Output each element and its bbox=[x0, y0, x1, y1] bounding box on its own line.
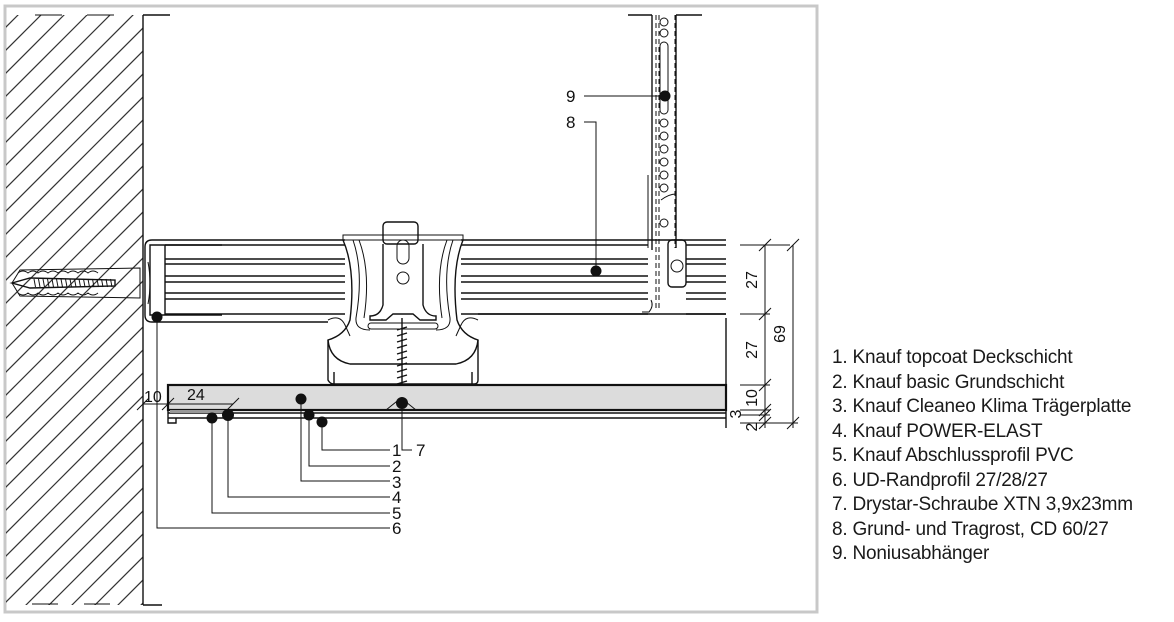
legend-item: 2. Knauf basic Grundschicht bbox=[832, 371, 1065, 393]
legend: 1. Knauf topcoat Deckschicht 2. Knauf ba… bbox=[832, 346, 1133, 567]
dim-label-3: 3 bbox=[728, 409, 745, 418]
cleaneo-board bbox=[166, 383, 728, 412]
ud-edge-profile bbox=[144, 239, 222, 323]
callout-label-8: 8 bbox=[566, 113, 575, 132]
drystar-screw bbox=[396, 318, 408, 398]
callout-label-7: 7 bbox=[416, 441, 425, 460]
dim-edge-width: 24 bbox=[187, 387, 205, 404]
dimension-chain-vertical: 27 27 10 3 2 69 bbox=[728, 238, 800, 431]
dim-label-2: 2 bbox=[744, 422, 761, 431]
callout-label-6: 6 bbox=[392, 519, 401, 538]
nonius-hanger bbox=[628, 14, 702, 313]
callout-label-9: 9 bbox=[566, 87, 575, 106]
legend-item: 7. Drystar-Schraube XTN 3,9x23mm bbox=[832, 494, 1133, 515]
legend-item: 8. Grund- und Tragrost, CD 60/27 bbox=[832, 518, 1109, 540]
legend-item: 9. Noniusabhänger bbox=[832, 543, 990, 564]
pvc-edge-profile bbox=[167, 410, 177, 424]
dim-label-27: 27 bbox=[744, 271, 761, 289]
dim-wall-gap: 10 bbox=[144, 389, 162, 406]
profile-connector-clip bbox=[327, 221, 479, 385]
dim-label-27: 27 bbox=[744, 341, 761, 359]
callout-label-1: 1 bbox=[392, 441, 401, 460]
dim-label-69: 69 bbox=[772, 325, 789, 343]
legend-item: 3. Knauf Cleaneo Klima Trägerplatte bbox=[832, 396, 1132, 417]
callout-label-4: 4 bbox=[392, 488, 401, 507]
legend-item: 5. Knauf Abschlussprofil PVC bbox=[832, 445, 1074, 466]
dim-label-10: 10 bbox=[744, 389, 761, 407]
board-layers bbox=[166, 318, 728, 428]
callout-label-2: 2 bbox=[392, 457, 401, 476]
callout-label-3: 3 bbox=[392, 473, 401, 492]
wall-hatch bbox=[6, 14, 170, 606]
legend-item: 4. Knauf POWER-ELAST bbox=[832, 420, 1043, 442]
drawing-frame bbox=[3, 4, 819, 614]
callout-leaders: 9 8 6 3 2 1 7 4 5 bbox=[151, 87, 671, 538]
legend-item: 6. UD-Randprofil 27/28/27 bbox=[832, 469, 1048, 491]
callout-label-5: 5 bbox=[392, 504, 401, 523]
cd-profile-rails bbox=[165, 239, 726, 323]
legend-item: 1. Knauf topcoat Deckschicht bbox=[832, 347, 1073, 368]
